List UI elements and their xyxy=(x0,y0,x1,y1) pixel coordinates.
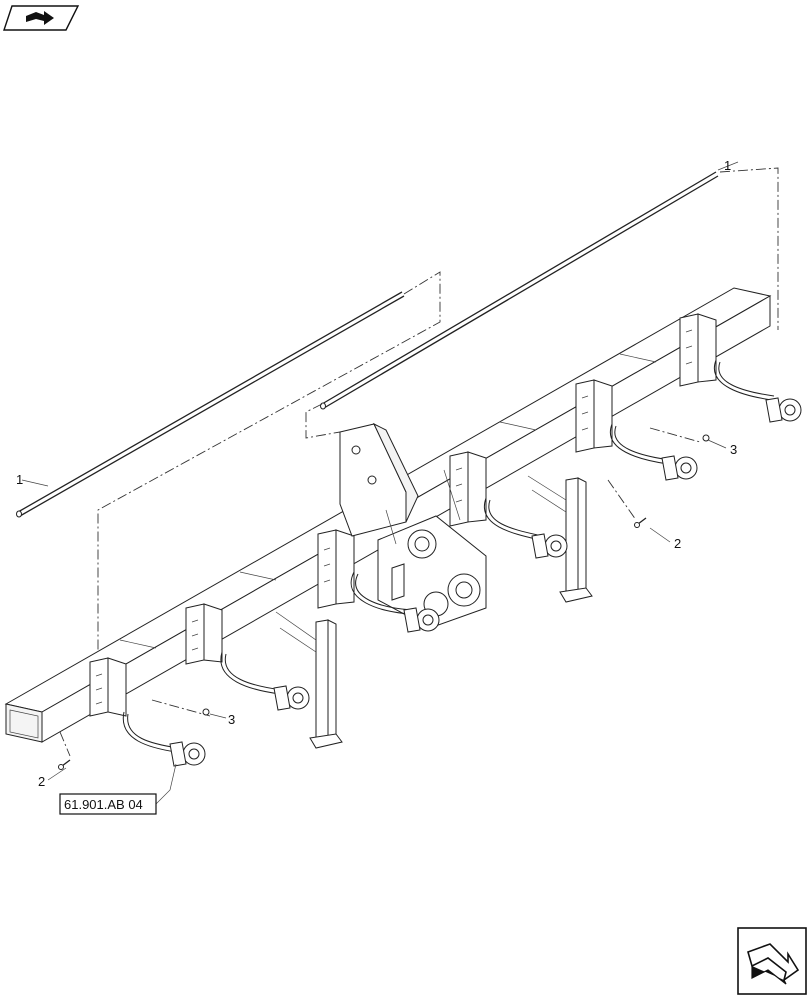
next-page-arrow-icon[interactable] xyxy=(737,927,807,995)
callout-lower-rod: 1 xyxy=(16,472,23,487)
beam-bracket xyxy=(575,379,613,453)
hardware xyxy=(58,434,710,770)
bracket-group xyxy=(89,313,717,717)
callout-nut-right: 3 xyxy=(730,442,737,457)
row-unit xyxy=(483,497,568,559)
upper-rod xyxy=(320,171,719,410)
row-unit xyxy=(122,711,206,767)
callout-nut-left: 3 xyxy=(228,712,235,727)
beam-bracket xyxy=(679,313,717,387)
reference-link[interactable]: 61.901.AB 04 xyxy=(59,793,157,815)
beam-bracket xyxy=(185,603,223,665)
lower-rod xyxy=(16,291,405,518)
leader-lines xyxy=(21,161,739,807)
support-leg xyxy=(275,611,343,749)
row-unit xyxy=(609,423,698,481)
support-leg xyxy=(527,475,593,603)
nut-icon xyxy=(202,708,210,716)
beam-bracket xyxy=(89,657,127,717)
reference-label[interactable]: 61.901.AB 04 xyxy=(64,797,143,812)
row-unit xyxy=(350,571,440,633)
callout-bolt-left: 2 xyxy=(38,774,45,789)
callout-bolt-right: 2 xyxy=(674,536,681,551)
center-hitch-frame xyxy=(339,422,487,629)
row-unit-group xyxy=(122,359,802,767)
nut-icon xyxy=(702,434,710,442)
row-unit xyxy=(713,359,802,423)
beam-bracket xyxy=(449,451,487,527)
bolt-icon xyxy=(58,759,71,770)
support-legs xyxy=(275,475,593,749)
beam-bracket xyxy=(317,529,355,609)
bolt-icon xyxy=(634,517,647,528)
prev-page-arrow-icon[interactable] xyxy=(3,5,80,31)
callout-upper-rod: 1 xyxy=(724,158,731,173)
row-unit xyxy=(220,651,310,711)
assembly-guide-lines xyxy=(59,167,779,757)
